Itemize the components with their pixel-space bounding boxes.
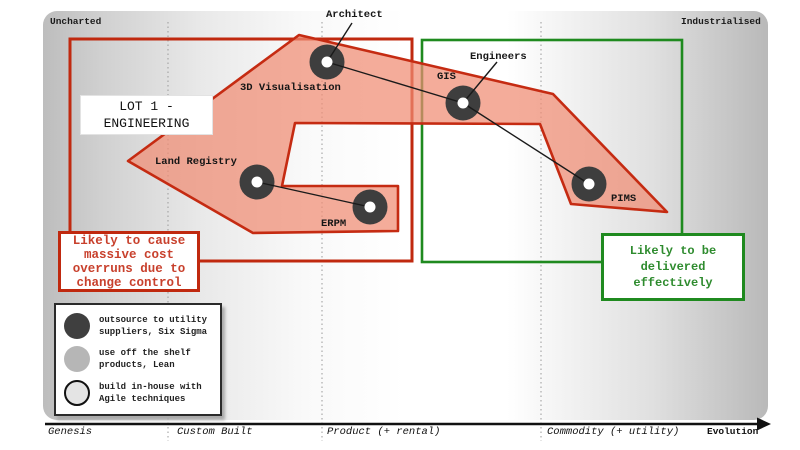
- axis-stage-product: Product (+ rental): [327, 426, 441, 438]
- lot1-boundary-polygon: [126, 33, 669, 235]
- legend-swatch-gray-circle: [64, 346, 90, 373]
- axis-stage-custom-built: Custom Built: [177, 426, 253, 438]
- legend-item-text: outsource to utility suppliers, Six Sigm…: [99, 314, 208, 337]
- axis-arrowhead-icon: [757, 417, 771, 431]
- green-boundary-box: [420, 38, 684, 264]
- lot1-engineering-box: LOT 1 - ENGINEERING: [81, 96, 212, 134]
- legend-item-text: build in-house with Agile techniques: [99, 382, 202, 405]
- map-node-dot: [583, 178, 595, 190]
- callout-line-gis: [462, 61, 498, 104]
- map-edges: [256, 22, 590, 208]
- legend-swatch-light-circle: [64, 380, 90, 407]
- map-edge-gis-pims: [462, 102, 590, 185]
- callout-line-vis3d: [326, 22, 353, 63]
- axis-stage-genesis: Genesis: [48, 426, 93, 438]
- map-node-dots: [251, 56, 595, 213]
- corner-label-uncharted: Uncharted: [50, 16, 102, 27]
- legend-item: use off the shelf products, Lean: [56, 346, 220, 373]
- lot1-line1: LOT 1 -: [119, 99, 174, 114]
- red-warning-note: Likely to cause massive cost overruns du…: [58, 231, 200, 292]
- lot1-line2: ENGINEERING: [103, 116, 190, 131]
- legend-item-text: use off the shelf products, Lean: [99, 348, 191, 371]
- axis-stage-commodity: Commodity (+ utility): [547, 426, 680, 438]
- map-node-dot: [251, 176, 263, 188]
- map-node-dot: [457, 97, 469, 109]
- legend-box: outsource to utility suppliers, Six Sigm…: [54, 303, 222, 416]
- evolution-axis: [45, 417, 771, 431]
- corner-label-industrialised: Industrialised: [681, 16, 761, 27]
- map-edge-vis3d-gis: [326, 61, 464, 104]
- legend-swatch-dark-circle: [64, 312, 90, 339]
- map-node-dot: [321, 56, 333, 68]
- map-edge-landreg-erpm: [256, 181, 371, 208]
- red-boundary-box: [68, 37, 414, 263]
- green-delivery-note: Likely to be delivered effectively: [601, 233, 745, 301]
- legend-item: build in-house with Agile techniques: [56, 380, 220, 407]
- axis-evolution-label: Evolution: [707, 426, 759, 437]
- map-node-dot: [364, 201, 376, 213]
- legend-item: outsource to utility suppliers, Six Sigm…: [56, 312, 220, 339]
